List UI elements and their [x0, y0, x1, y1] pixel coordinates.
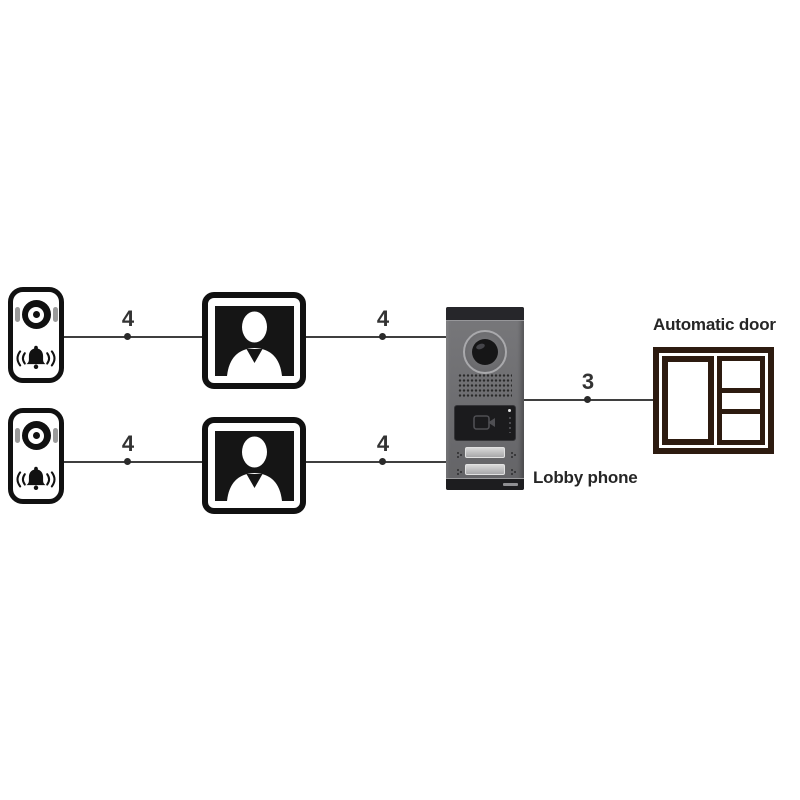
wire-junction-dot — [584, 396, 591, 403]
camera-lens-icon — [21, 300, 51, 329]
door-window-bottom — [722, 414, 760, 440]
camera-side-pill — [14, 307, 20, 322]
wire-door1-monitor1 — [61, 336, 203, 338]
automatic-door-icon — [653, 347, 774, 454]
wire-count-label: 4 — [121, 431, 135, 456]
bell-icon — [16, 466, 56, 491]
button-mark — [457, 468, 459, 471]
monitor-1 — [202, 292, 306, 389]
person-silhouette — [214, 305, 294, 376]
call-button-row-2 — [446, 463, 524, 476]
door-station-1 — [8, 287, 64, 383]
panel-bottom-cap — [446, 478, 524, 490]
monitor-2 — [202, 417, 306, 514]
brand-logo — [503, 483, 518, 486]
call-button-2 — [465, 464, 505, 475]
wire-count-label: 4 — [121, 306, 135, 331]
button-mark — [511, 451, 513, 454]
camera-side-pill — [14, 428, 20, 443]
camera-lens-icon — [21, 421, 51, 450]
door-rail — [722, 388, 760, 393]
wire-count-label: 3 — [581, 369, 595, 394]
wire-count-label: 4 — [376, 306, 390, 331]
door-station-2 — [8, 408, 64, 504]
panel-camera — [463, 330, 507, 374]
wire-junction-dot — [124, 458, 131, 465]
card-reader — [454, 405, 516, 441]
speaker-grille — [458, 373, 512, 398]
wire-junction-dot — [124, 333, 131, 340]
reader-markings — [509, 417, 511, 433]
camera-icon — [14, 300, 58, 329]
door-window-middle — [722, 393, 760, 409]
door-panel-left — [662, 356, 714, 445]
door-window-top — [722, 361, 760, 388]
wire-junction-dot — [379, 333, 386, 340]
lobby-phone-label: Lobby phone — [533, 468, 638, 487]
wire-junction-dot — [379, 458, 386, 465]
call-button-1 — [465, 447, 505, 458]
button-mark — [457, 451, 459, 454]
wire-count-label: 4 — [376, 431, 390, 456]
person-silhouette — [214, 430, 294, 501]
wire-monitor2-lobby — [305, 461, 446, 463]
wire-monitor1-lobby — [305, 336, 446, 338]
camera-side-pill — [52, 428, 58, 443]
door-rail — [722, 409, 760, 414]
camera-lens-icon — [472, 339, 498, 365]
button-mark — [511, 468, 513, 471]
lobby-phone-panel — [446, 307, 524, 490]
call-button-row-1 — [446, 446, 524, 459]
camera-side-pill — [52, 307, 58, 322]
panel-top-cap — [446, 307, 524, 321]
reader-led — [508, 409, 511, 412]
bell-icon — [16, 345, 56, 370]
wire-door2-monitor2 — [61, 461, 203, 463]
automatic-door-label: Automatic door — [653, 315, 776, 334]
door-panel-right — [717, 356, 765, 445]
card-tag-icon — [473, 415, 495, 430]
camera-icon — [14, 421, 58, 450]
